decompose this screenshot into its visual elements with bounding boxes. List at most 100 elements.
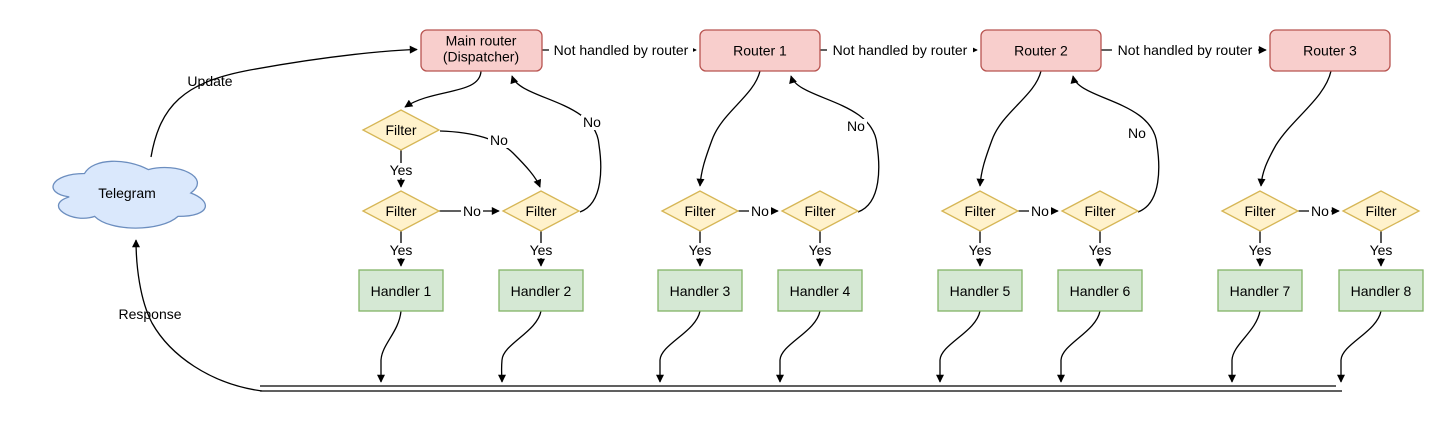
edge-dispatcher-to-filter — [404, 70, 482, 108]
edge-handler-to-bus — [776, 310, 821, 383]
edge-response — [132, 239, 263, 392]
yes-label: Yes — [1249, 242, 1272, 258]
handler-label: Handler 6 — [1070, 283, 1131, 299]
label-bg — [1112, 42, 1258, 58]
label-bg — [488, 133, 510, 148]
dispatcher-node — [420, 29, 543, 72]
handler-label: Handler 8 — [1351, 283, 1412, 299]
label-bg — [527, 243, 555, 258]
edge-handler-to-bus — [497, 310, 542, 383]
edge-update — [150, 45, 418, 158]
update-edge-label: Update — [187, 73, 232, 89]
edge-no-loopback — [1070, 75, 1160, 213]
filter-diamond — [1341, 190, 1421, 232]
router3-node — [1269, 29, 1391, 72]
no-label: No — [1031, 203, 1049, 219]
handler-label: Handler 3 — [670, 283, 731, 299]
yes-label: Yes — [969, 242, 992, 258]
handler-label: Handler 1 — [371, 283, 432, 299]
edge-handler-to-bus — [656, 310, 701, 383]
label-bg — [827, 42, 973, 58]
handler-node — [1057, 269, 1143, 312]
handler-node — [358, 269, 444, 312]
filter-diamond — [1220, 190, 1300, 232]
yes-label: Yes — [689, 242, 712, 258]
label-bg — [581, 115, 603, 130]
not-handled-label: Not handled by router — [554, 42, 689, 58]
label-bg — [686, 243, 714, 258]
filter-diamond — [501, 190, 581, 232]
filter-label: Filter — [385, 122, 416, 138]
no-label: No — [1128, 125, 1146, 141]
handler-node — [1338, 269, 1424, 312]
filter-diamond — [361, 109, 441, 151]
label-bg — [1126, 126, 1148, 141]
label-bg — [1309, 204, 1331, 219]
edge-router3-to-filter — [1257, 70, 1332, 187]
handler-node — [777, 269, 863, 312]
dispatcher-label-line1: Main router — [446, 33, 517, 49]
router2-node — [980, 29, 1102, 72]
filter-diamond — [1060, 190, 1140, 232]
handler-label: Handler 7 — [1230, 283, 1291, 299]
handler-node — [657, 269, 743, 312]
router1-label: Router 1 — [733, 43, 787, 59]
no-label: No — [583, 114, 601, 130]
filter-label: Filter — [385, 203, 416, 219]
router2-label: Router 2 — [1014, 43, 1068, 59]
telegram-cloud — [52, 160, 207, 229]
edge-handler-to-bus — [377, 310, 402, 383]
handler-label: Handler 5 — [950, 283, 1011, 299]
edge-handler-to-bus — [936, 310, 981, 383]
handler-node — [937, 269, 1023, 312]
router3-label: Router 3 — [1303, 43, 1357, 59]
label-bg — [549, 42, 693, 58]
edge-handler-to-bus — [1337, 310, 1382, 383]
yes-label: Yes — [809, 242, 832, 258]
yes-label: Yes — [390, 242, 413, 258]
no-label: No — [847, 118, 865, 134]
yes-label: Yes — [530, 242, 553, 258]
response-edge-label: Response — [118, 306, 181, 322]
filter-label: Filter — [1244, 203, 1275, 219]
not-handled-label: Not handled by router — [833, 42, 968, 58]
yes-label: Yes — [1370, 242, 1393, 258]
handler-node — [1217, 269, 1303, 312]
handler-label: Handler 2 — [511, 283, 572, 299]
filter-diamond — [940, 190, 1020, 232]
filter-label: Filter — [1084, 203, 1115, 219]
edge-no-curve — [439, 130, 542, 188]
no-label: No — [751, 203, 769, 219]
filter-label: Filter — [964, 203, 995, 219]
dispatcher-label-line2: (Dispatcher) — [443, 49, 519, 65]
router1-node — [699, 29, 821, 72]
label-bg — [1246, 243, 1274, 258]
not-handled-label: Not handled by router — [1118, 42, 1253, 58]
no-label: No — [490, 132, 508, 148]
yes-label: Yes — [390, 162, 413, 178]
label-bg — [387, 163, 415, 178]
filter-diamond — [660, 190, 740, 232]
edge-no-loopback — [789, 75, 880, 213]
edge-no-loopback — [510, 75, 602, 213]
no-label: No — [463, 203, 481, 219]
filter-label: Filter — [1365, 203, 1396, 219]
yes-label: Yes — [1089, 242, 1112, 258]
label-bg — [845, 119, 867, 134]
filter-label: Filter — [525, 203, 556, 219]
no-label: No — [1311, 203, 1329, 219]
edge-handler-to-bus — [1057, 310, 1101, 383]
filter-diamond — [780, 190, 860, 232]
label-bg — [1086, 243, 1114, 258]
label-bg — [387, 243, 415, 258]
label-bg — [806, 243, 834, 258]
filter-label: Filter — [684, 203, 715, 219]
handler-node — [498, 269, 584, 312]
label-bg — [1367, 243, 1395, 258]
filter-diamond — [361, 190, 441, 232]
label-bg — [966, 243, 994, 258]
edge-router1-to-filter — [696, 70, 761, 187]
label-bg — [461, 204, 483, 219]
